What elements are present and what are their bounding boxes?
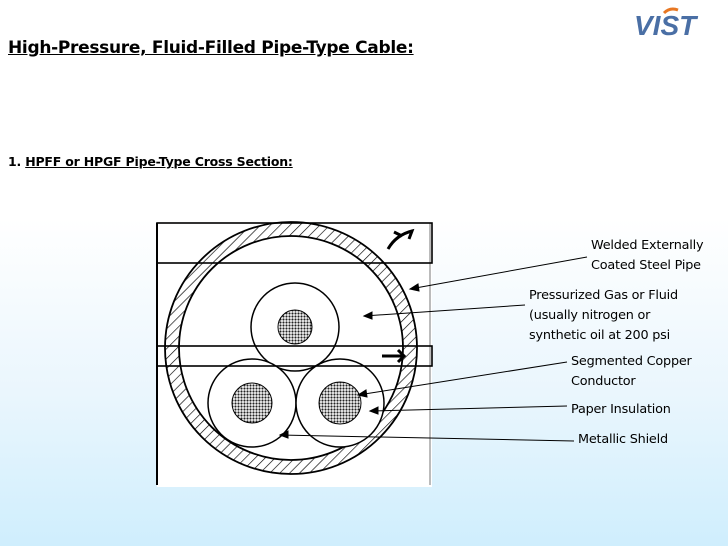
leader-conductor-arrow (356, 389, 368, 398)
label-pressurized-fluid: Pressurized Gas or Fluid (usually nitrog… (529, 286, 678, 346)
label-shield-line-1: Metallic Shield (578, 432, 668, 447)
label-conductor-line-1: Segmented Copper (571, 354, 692, 369)
label-conductor-line-2: Conductor (571, 374, 636, 389)
leader-fluid (363, 304, 526, 317)
leader-pipe-arrow (408, 283, 420, 292)
logo-text: VIST (634, 10, 699, 40)
leader-shield (279, 434, 575, 442)
section-title: HPFF or HPGF Pipe-Type Cross Section: (25, 154, 293, 169)
leader-conductor (357, 361, 568, 396)
logo-swoosh (662, 7, 679, 15)
label-steel-pipe-line-1: Welded Externally (591, 238, 704, 253)
label-metallic-shield: Metallic Shield (578, 430, 668, 450)
top-band (156, 222, 433, 264)
pipe-weld-mark (386, 228, 415, 250)
section-number: 1. (8, 154, 26, 169)
leader-paper (369, 405, 568, 412)
leader-fluid-arrow (362, 311, 373, 320)
label-fluid-line-1: Pressurized Gas or Fluid (529, 288, 678, 303)
section-heading: 1. HPFF or HPGF Pipe-Type Cross Section: (8, 154, 293, 169)
cable-top (250, 282, 340, 372)
label-fluid-line-2: (usually nitrogen or (529, 308, 651, 323)
page-title: High-Pressure, Fluid-Filled Pipe-Type Ca… (8, 38, 414, 58)
middle-band (156, 345, 433, 367)
label-fluid-line-3: synthetic oil at 200 psi (529, 328, 671, 343)
vist-logo: VIST (630, 6, 722, 40)
leader-lines (278, 256, 588, 442)
cable-bottom-left (207, 358, 297, 448)
leader-pipe (409, 256, 588, 290)
label-paper-insulation: Paper Insulation (571, 400, 671, 420)
label-copper-conductor: Segmented Copper Conductor (571, 352, 692, 392)
cable-bottom-right (295, 358, 385, 448)
conductor-top (277, 309, 313, 345)
leader-paper-arrow (368, 406, 379, 415)
leader-shield-arrow (278, 430, 289, 439)
pipe-valve-mark (382, 348, 407, 364)
conductor-right (318, 381, 362, 425)
label-steel-pipe: Welded Externally Coated Steel Pipe (591, 236, 704, 276)
label-steel-pipe-line-2: Coated Steel Pipe (591, 258, 701, 273)
conductor-left (231, 382, 273, 424)
label-paper-line-1: Paper Insulation (571, 402, 671, 417)
